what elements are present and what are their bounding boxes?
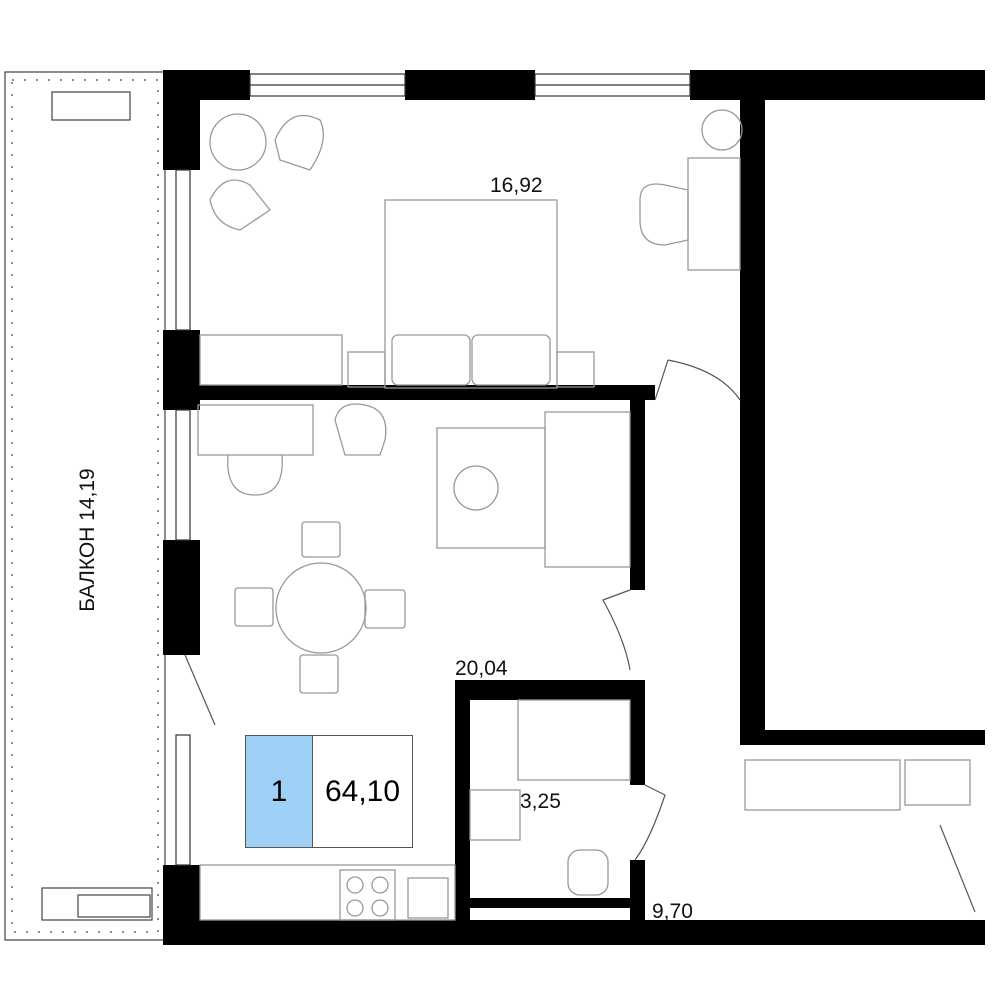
doors <box>184 359 976 913</box>
furniture <box>197 109 971 921</box>
windows <box>175 73 691 866</box>
bedroom-area-label: 16,92 <box>490 174 543 197</box>
apartment-badge: 1 64,10 <box>245 735 413 848</box>
hall-area-label: 9,70 <box>652 900 693 923</box>
living-area-label: 20,04 <box>455 657 508 680</box>
balcony-label: БАЛКОН 14,19 <box>76 468 99 612</box>
balcony <box>4 71 166 941</box>
total-area: 64,10 <box>324 774 401 808</box>
walls <box>163 70 985 945</box>
bathroom-area-label: 3,25 <box>520 790 561 813</box>
rooms-count: 1 <box>246 736 313 847</box>
